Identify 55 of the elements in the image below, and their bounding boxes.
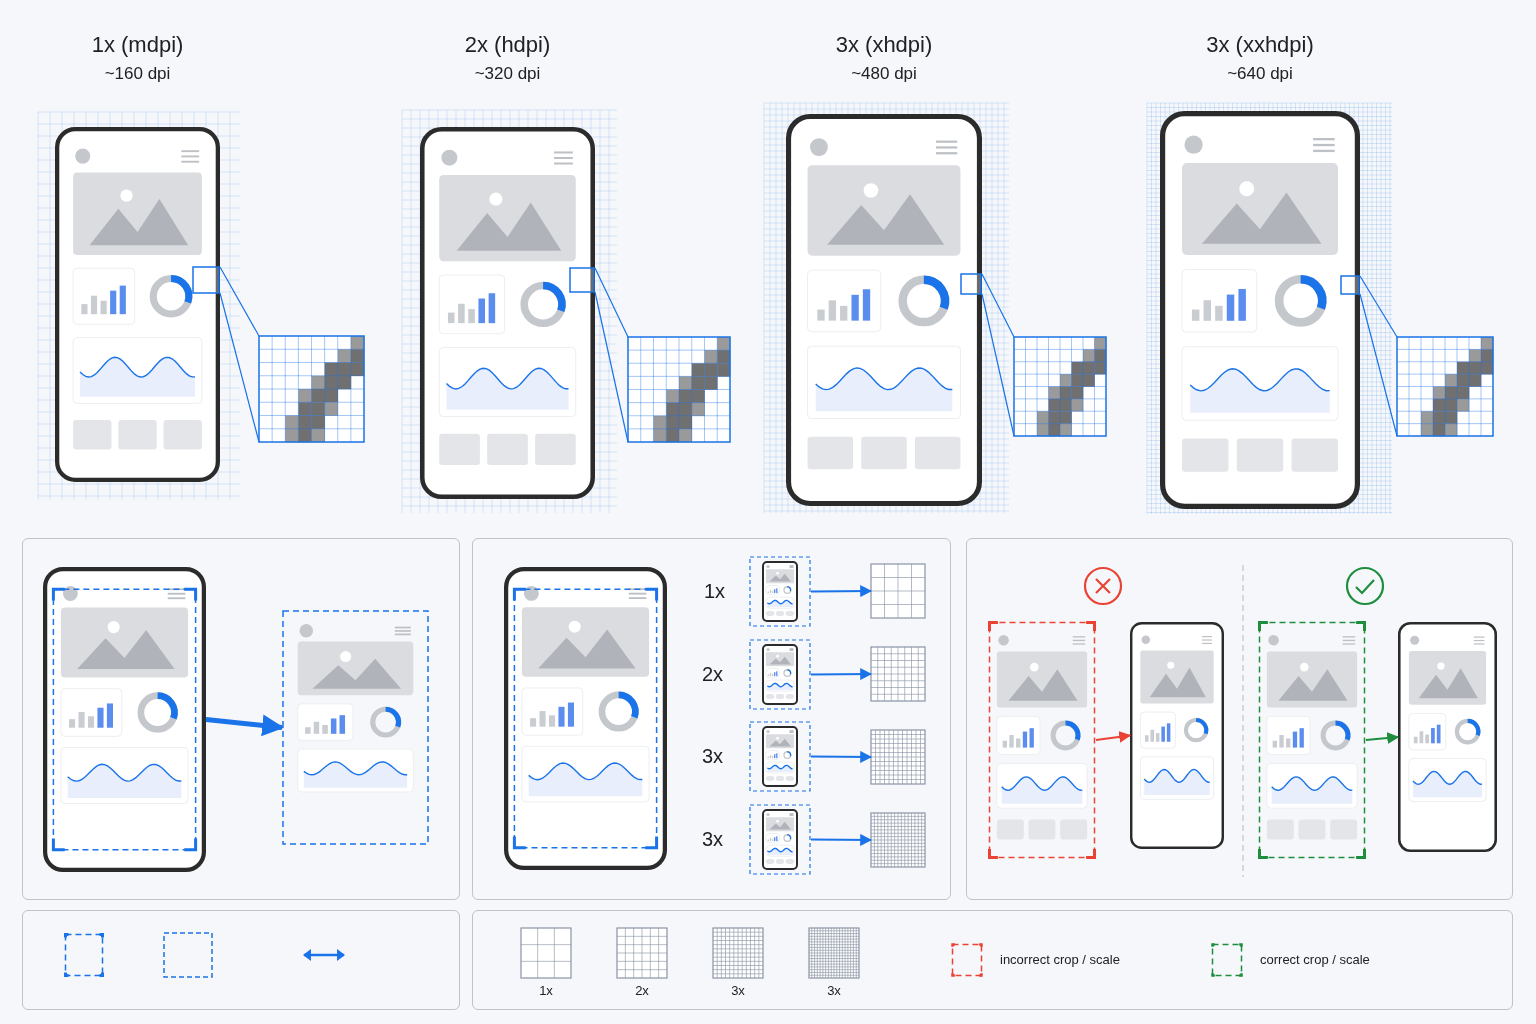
legend-label: 3x [730, 983, 746, 998]
magnified-pixel-drawing [628, 337, 730, 442]
legend-label: incorrect crop / scale [1000, 952, 1120, 967]
panel [472, 538, 951, 900]
cropped-screen-drawing [282, 610, 429, 845]
phone-drawing [504, 567, 667, 870]
resolution-heading: 3x (xxhdpi) [1205, 32, 1315, 58]
scale-label: 2x [702, 662, 724, 686]
legend-label: 2x [634, 983, 650, 998]
pixel-grid-drawing [871, 564, 925, 618]
dpi-label: ~640 dpi [1226, 64, 1294, 84]
leader-line [1359, 275, 1398, 437]
phone-drawing [1130, 622, 1224, 849]
arrow [1365, 732, 1400, 744]
arrow [1095, 730, 1132, 743]
arrow [811, 750, 873, 763]
cropped-screen-drawing [988, 621, 1096, 859]
magnified-pixel-drawing [1397, 337, 1493, 436]
panel [966, 538, 1513, 900]
scale-label: 3x [702, 744, 724, 768]
phone-drawing [1398, 622, 1497, 852]
magnified-pixel-drawing [1014, 337, 1106, 436]
leader-line [219, 266, 260, 443]
phone-drawing [55, 127, 220, 482]
dpi-label: ~320 dpi [473, 64, 542, 84]
phone-drawing [786, 114, 982, 506]
scale-label: 3x [702, 827, 724, 851]
phone-thumbnail-drawing [749, 639, 811, 710]
phone-drawing [420, 127, 595, 499]
leader-line [981, 273, 1015, 437]
dpi-label: ~480 dpi [850, 64, 918, 84]
pixel-grid-drawing [871, 813, 925, 867]
pixel-grid-drawing [871, 647, 925, 701]
legend-label: correct crop / scale [1260, 952, 1370, 967]
phone-thumbnail-drawing [749, 721, 811, 792]
magnified-pixel-drawing [259, 336, 364, 442]
cropped-screen-drawing [1258, 621, 1366, 859]
phone-drawing [1160, 111, 1360, 509]
arrow [811, 585, 873, 598]
phone-thumbnail-drawing [749, 556, 811, 627]
resolution-heading: 3x (xhdpi) [834, 32, 934, 58]
scale-label: 1x [704, 579, 726, 603]
leader-line [594, 267, 629, 443]
phone-thumbnail-drawing [749, 804, 811, 875]
resolution-heading: 2x (hdpi) [463, 32, 552, 58]
pixel-grid-drawing [871, 730, 925, 784]
legend-label: 3x [826, 983, 842, 998]
phone-drawing [43, 567, 206, 872]
arrow [811, 833, 873, 846]
arrow [811, 668, 873, 681]
panel [22, 538, 460, 900]
legend-label: 1x [538, 983, 554, 998]
arrow [205, 714, 285, 737]
dpi-label: ~160 dpi [103, 64, 172, 84]
resolution-heading: 1x (mdpi) [90, 32, 185, 58]
